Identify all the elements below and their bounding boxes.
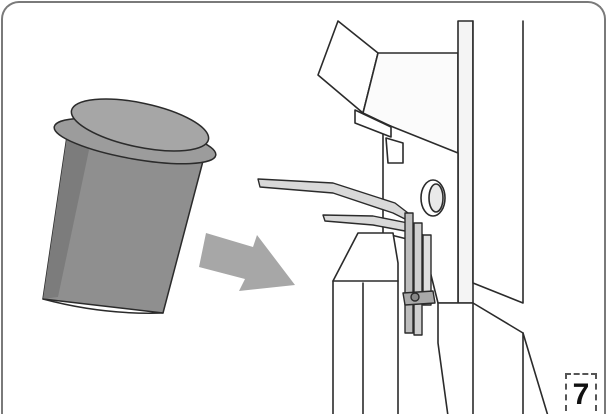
step-number: 7 (572, 378, 590, 411)
coffee-cup-icon (42, 98, 217, 314)
insert-direction-arrow-icon (199, 233, 295, 291)
illustration-canvas (42, 20, 549, 414)
dispensing-spouts-icon (257, 178, 436, 336)
machine-outlet-icon (317, 20, 549, 414)
step-badge: 7 (565, 373, 597, 411)
